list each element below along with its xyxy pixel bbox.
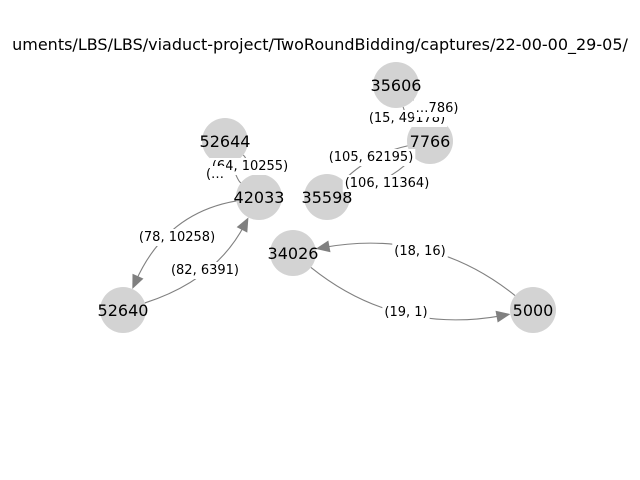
node-42033: 42033 <box>234 174 285 220</box>
node-label: 52644 <box>200 132 251 151</box>
edge-label-background <box>392 243 448 260</box>
node-circle <box>236 174 282 220</box>
edge-label-background <box>203 166 227 183</box>
edge-label-42033-to-52644: (… <box>206 167 224 182</box>
node-label: 42033 <box>234 188 285 207</box>
arrowhead-42033-to-52640 <box>132 273 144 289</box>
graph-title: uments/LBS/LBS/viaduct-project/TwoRoundB… <box>12 35 628 55</box>
node-35606: 35606 <box>371 62 422 108</box>
node-label: 35598 <box>302 188 353 207</box>
arrowhead-5000-to-34026 <box>315 240 331 253</box>
node-circle <box>202 118 248 164</box>
edge-label-7766-to-35606: …786) <box>416 101 459 116</box>
node-52640: 52640 <box>98 287 149 333</box>
node-7766: 7766 <box>407 118 453 164</box>
edge-label-7766-to-35598: (106, 11364) <box>345 176 430 191</box>
edge-42033-to-52640 <box>135 200 237 282</box>
arrowhead-34026-to-5000 <box>495 310 511 323</box>
edge-label-background <box>342 175 432 192</box>
node-label: 35606 <box>371 76 422 95</box>
edge-label-background <box>168 262 242 279</box>
node-34026: 34026 <box>268 230 319 276</box>
edge-label-background <box>136 229 218 246</box>
node-circle <box>407 118 453 164</box>
node-35598: 35598 <box>302 174 353 220</box>
node-52644: 52644 <box>200 118 251 164</box>
arrowhead-52640-to-42033 <box>236 217 249 233</box>
node-label: 34026 <box>268 244 319 263</box>
edge-label-34026-to-5000: (19, 1) <box>384 305 427 320</box>
nodes-layer: 35606 7766 52644 42033 35598 34026 52640 5000 <box>98 62 556 333</box>
edge-label-42033-to-52640: (78, 10258) <box>139 230 215 245</box>
node-circle <box>100 287 146 333</box>
edge-label-52640-to-42033: (82, 6391) <box>171 263 239 278</box>
node-circle <box>304 174 350 220</box>
node-circle <box>373 62 419 108</box>
edge-labels-layer: (78, 10258) (82, 6391) (19, 1) (18, 16) (64,… <box>136 100 461 321</box>
edge-label-background <box>209 158 291 175</box>
node-label: 7766 <box>410 132 451 151</box>
node-label: 52640 <box>98 301 149 320</box>
node-label: 5000 <box>513 301 554 320</box>
edge-label-background <box>326 149 416 166</box>
edge-label-35598-to-7766: (105, 62195) <box>329 150 414 165</box>
node-circle <box>510 287 556 333</box>
edge-label-background <box>382 304 430 321</box>
node-5000: 5000 <box>510 287 556 333</box>
edge-label-5000-to-34026: (18, 16) <box>394 244 446 259</box>
node-circle <box>270 230 316 276</box>
edge-label-background <box>413 100 461 117</box>
edge-label-52644-to-42033: (64, 10255) <box>212 159 288 174</box>
